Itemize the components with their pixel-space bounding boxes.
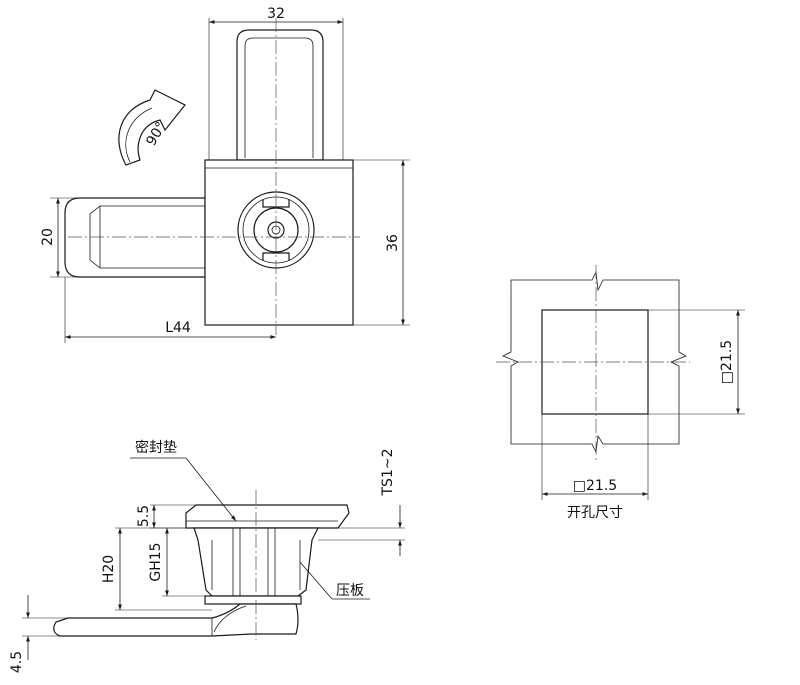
dim-l44-label: L44 bbox=[165, 320, 191, 336]
cutout-view: □21.5 □21.5 开孔尺寸 bbox=[496, 265, 745, 521]
lock-body bbox=[204, 159, 354, 326]
dim-horizontal-label: □21.5 bbox=[573, 478, 617, 494]
dim-32-label: 32 bbox=[267, 6, 285, 22]
dim-20-label: 20 bbox=[40, 228, 56, 246]
dim-36-label: 36 bbox=[385, 234, 401, 252]
lever bbox=[53, 603, 299, 637]
dim-4-5-label: 4.5 bbox=[9, 651, 25, 673]
dim-ts-label: TS1~2 bbox=[380, 449, 396, 497]
dim-gh15-label: GH15 bbox=[148, 542, 164, 581]
front-view: 32 20 36 L44 bbox=[40, 6, 410, 343]
handle-left bbox=[64, 197, 206, 278]
handle-top-inner bbox=[244, 37, 314, 158]
dim-h20-label: H20 bbox=[101, 555, 117, 583]
label-clamp: 压板 bbox=[336, 583, 364, 599]
flange bbox=[185, 504, 350, 529]
dim-5-5-label: 5.5 bbox=[136, 505, 152, 527]
leader-clamp bbox=[299, 561, 333, 600]
dim-vertical-label: □21.5 bbox=[719, 340, 735, 384]
panel-outline bbox=[502, 270, 687, 454]
clamp-plate bbox=[204, 595, 302, 605]
label-gasket: 密封垫 bbox=[135, 439, 177, 456]
lever-curve bbox=[213, 605, 247, 633]
leader-gasket bbox=[185, 457, 237, 522]
cutout-caption: 开孔尺寸 bbox=[567, 505, 623, 521]
rotation-arrow-icon bbox=[118, 89, 186, 166]
handle-top bbox=[236, 29, 324, 161]
side-view: 5.5 H20 GH15 TS1~2 4.5 密封垫 压板 bbox=[9, 439, 405, 673]
